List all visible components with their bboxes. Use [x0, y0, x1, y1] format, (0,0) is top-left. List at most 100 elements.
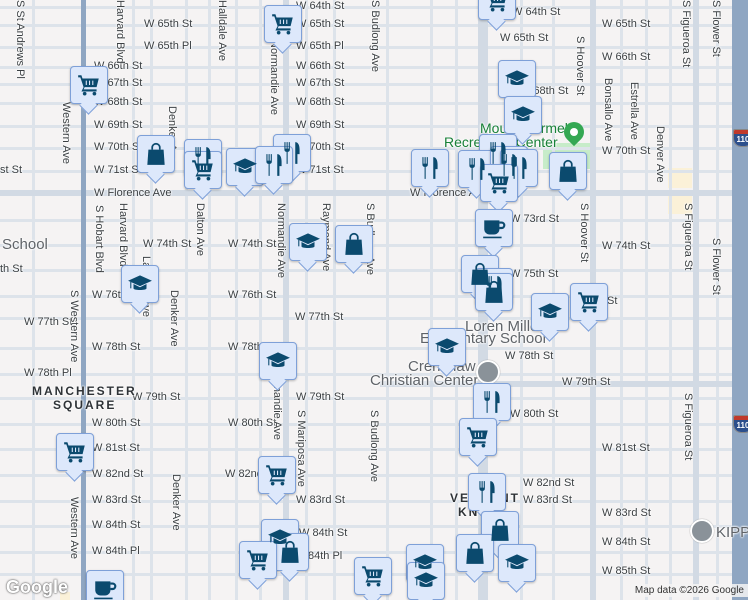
school-marker[interactable]	[428, 328, 466, 366]
street-label: W 82nd	[225, 468, 263, 480]
street-line	[0, 66, 748, 69]
shopping-cart-marker[interactable]	[239, 541, 277, 579]
street-label: W 80th St	[228, 417, 277, 429]
western-ave-road	[81, 0, 86, 600]
shopping-bag-marker[interactable]	[137, 135, 175, 173]
interstate-110-shield: 110	[733, 415, 748, 433]
street-line	[0, 347, 748, 350]
shopping-cart-marker[interactable]	[570, 283, 608, 321]
school-marker[interactable]	[289, 223, 327, 261]
school-poi-icon[interactable]	[690, 519, 714, 543]
street-label: W 78th	[228, 341, 263, 353]
place-label[interactable]: Christian Center	[370, 372, 479, 389]
school-icon	[504, 66, 530, 92]
school-marker[interactable]	[259, 342, 297, 380]
street-label: W 79th St	[562, 376, 611, 388]
school-marker[interactable]	[407, 562, 445, 600]
school-marker[interactable]	[226, 148, 264, 186]
shopping-bag-marker[interactable]	[475, 273, 513, 311]
street-label: W 78th St	[505, 350, 554, 362]
shopping-cart-icon	[360, 563, 386, 589]
restaurant-marker[interactable]	[255, 146, 293, 184]
school-marker[interactable]	[498, 544, 536, 582]
shopping-cart-marker[interactable]	[184, 151, 222, 189]
street-line	[0, 448, 748, 451]
shopping-cart-marker[interactable]	[56, 433, 94, 471]
street-label: W 66th St	[602, 51, 651, 63]
street-line	[32, 0, 35, 600]
school-marker[interactable]	[531, 293, 569, 331]
street-label: Normandie Ave	[268, 40, 280, 116]
street-label: W 80th St	[92, 417, 141, 429]
shopping-cart-marker[interactable]	[478, 0, 516, 20]
street-label: W 78th Pl	[24, 367, 72, 379]
normandie-road	[283, 0, 289, 600]
place-label[interactable]: School	[2, 236, 48, 253]
street-label: W 65th St	[500, 32, 549, 44]
street-label: Bonsallo Ave	[602, 78, 614, 142]
shopping-bag-marker[interactable]	[456, 534, 494, 572]
shopping-bag-icon	[462, 540, 488, 566]
shopping-cart-marker[interactable]	[354, 557, 392, 595]
restaurant-icon	[479, 389, 505, 415]
school-marker[interactable]	[498, 60, 536, 98]
shopping-bag-marker[interactable]	[549, 152, 587, 190]
shopping-cart-marker[interactable]	[264, 5, 302, 43]
school-icon	[510, 102, 536, 128]
street-label: Denker Ave	[170, 474, 182, 531]
street-line	[0, 317, 748, 320]
restaurant-marker[interactable]	[479, 134, 517, 172]
coffee-marker[interactable]	[475, 209, 513, 247]
street-label: S Western Ave	[68, 290, 80, 363]
street-label: W 79th St	[132, 391, 181, 403]
florence-ave-road	[0, 190, 748, 196]
street-line	[0, 373, 748, 376]
street-line	[0, 83, 748, 86]
shopping-bag-icon	[467, 261, 493, 287]
street-label: W 76th St	[228, 289, 277, 301]
restaurant-marker[interactable]	[411, 149, 449, 187]
street-label: Denver Ave	[654, 126, 666, 183]
street-label: S Flower St	[710, 0, 722, 57]
shopping-cart-marker[interactable]	[480, 164, 518, 202]
street-label: W 81st St	[92, 442, 140, 454]
church-icon[interactable]	[476, 360, 500, 384]
street-label: th St	[0, 263, 23, 275]
place-label[interactable]: Loren Miller	[465, 318, 544, 335]
coffee-marker[interactable]	[86, 570, 124, 600]
neighborhood-label: MANCHESTER	[32, 384, 137, 398]
street-label: Dalton Ave	[194, 203, 206, 257]
school-marker[interactable]	[406, 544, 444, 582]
school-marker[interactable]	[121, 265, 159, 303]
street-label: W 65th St	[296, 18, 345, 30]
school-marker[interactable]	[504, 96, 542, 134]
street-line	[0, 269, 748, 272]
shopping-cart-marker[interactable]	[258, 456, 296, 494]
shopping-bag-marker[interactable]	[481, 511, 519, 549]
street-line	[645, 0, 648, 600]
street-line	[0, 295, 748, 298]
shopping-bag-icon	[277, 539, 303, 565]
restaurant-marker[interactable]	[458, 150, 496, 188]
street-label: S Figueroa St	[682, 203, 694, 271]
street-label: W 67th St	[296, 77, 345, 89]
coffee-icon	[481, 215, 507, 241]
shopping-cart-marker[interactable]	[70, 66, 108, 104]
school-icon	[267, 525, 293, 551]
shopping-cart-icon	[76, 72, 102, 98]
street-line	[0, 474, 748, 477]
street-line	[0, 170, 748, 173]
street-label: Western Ave	[68, 497, 80, 559]
shopping-cart-marker[interactable]	[459, 418, 497, 456]
school-marker[interactable]	[261, 519, 299, 557]
street-label: W 84th St	[602, 536, 651, 548]
place-label[interactable]: KIPP	[716, 524, 748, 541]
restaurant-marker[interactable]	[473, 383, 511, 421]
school-icon	[265, 348, 291, 374]
shopping-bag-marker[interactable]	[335, 225, 373, 263]
interstate-110-shield: 110	[733, 129, 748, 147]
street-label: W 83rd St	[296, 494, 345, 506]
restaurant-marker[interactable]	[468, 473, 506, 511]
school-icon	[537, 299, 563, 325]
